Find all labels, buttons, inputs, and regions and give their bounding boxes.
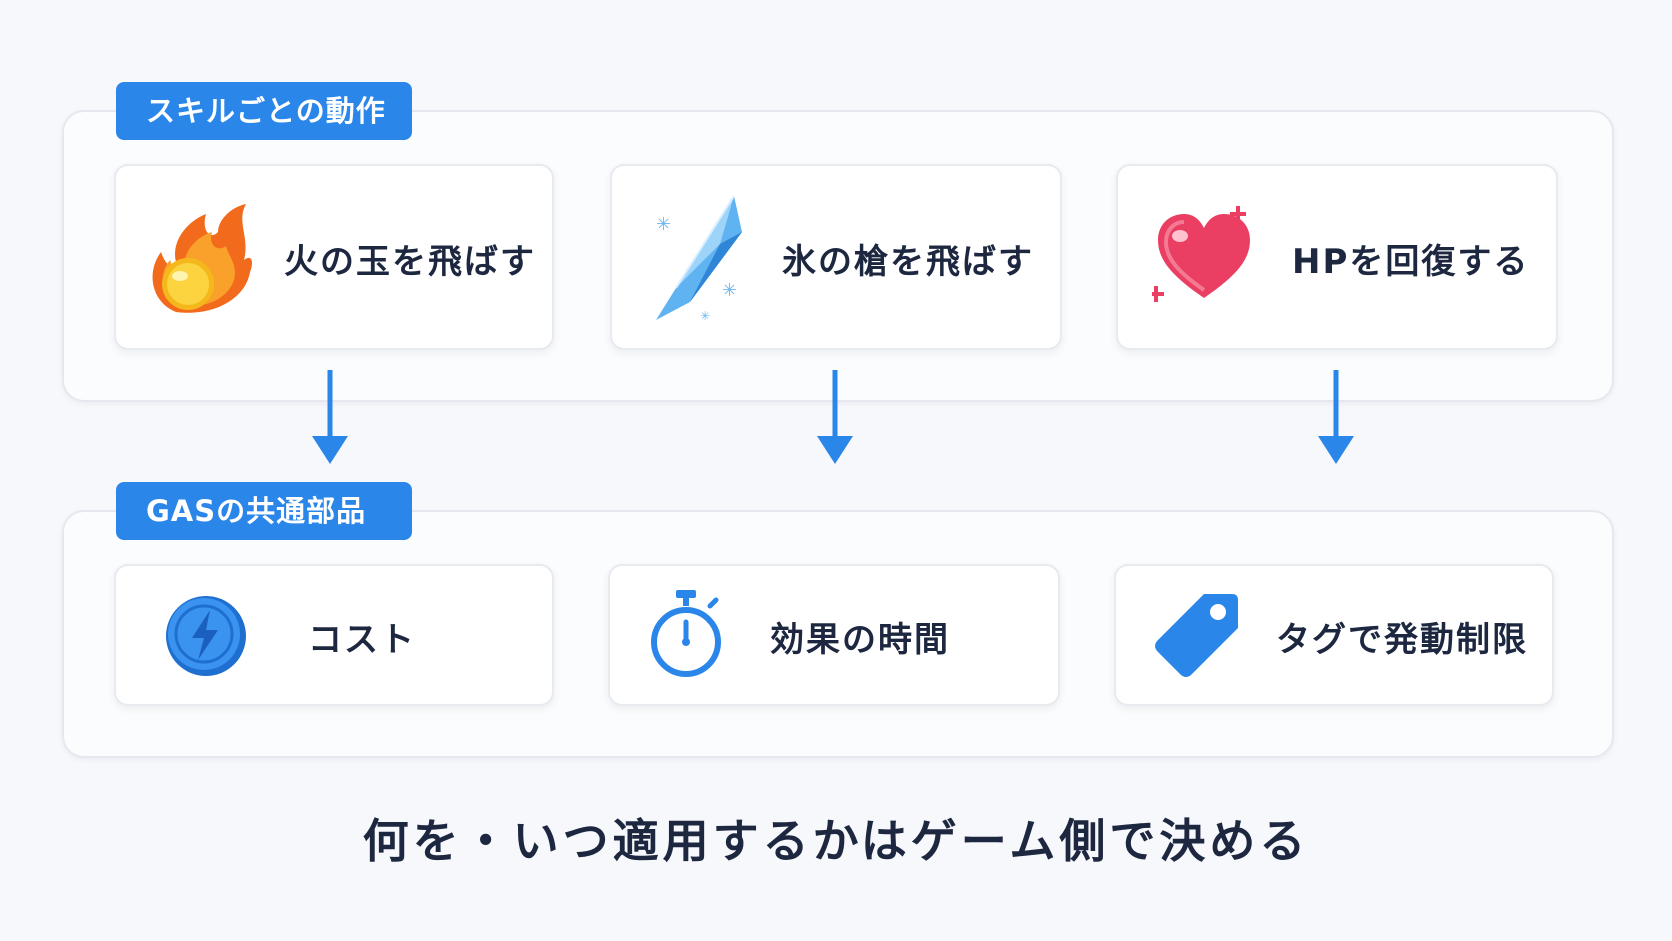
arrow-down-icon bbox=[312, 370, 348, 464]
gas-card-cost-text: コスト bbox=[308, 620, 416, 660]
gas-card-duration-text: 効果の時間 bbox=[770, 620, 950, 660]
fireball-icon bbox=[146, 192, 256, 326]
svg-text:✳: ✳ bbox=[700, 309, 710, 323]
svg-text:✳: ✳ bbox=[722, 280, 737, 301]
skill-card-ice-spear-text: 氷の槍を飛ばす bbox=[782, 242, 1034, 282]
skill-card-heal-text: HPを回復する bbox=[1292, 242, 1530, 282]
stopwatch-icon bbox=[646, 588, 726, 684]
tag-icon bbox=[1152, 590, 1242, 684]
skill-card-fireball-text: 火の玉を飛ばす bbox=[284, 242, 536, 282]
skills-section-label: スキルごとの動作 bbox=[116, 82, 412, 140]
gas-card-tag: タグで発動制限 bbox=[1114, 564, 1554, 706]
svg-text:✳: ✳ bbox=[656, 214, 671, 235]
gas-card-duration: 効果の時間 bbox=[608, 564, 1060, 706]
arrow-down-icon bbox=[817, 370, 853, 464]
skill-card-fireball: 火の玉を飛ばす bbox=[114, 164, 554, 350]
footer-caption: 何を・いつ適用するかはゲーム側で決める bbox=[362, 814, 1310, 868]
skill-card-ice-spear: ✳ ✳ ✳ 氷の槍を飛ばす bbox=[610, 164, 1062, 350]
arrow-down-icon bbox=[1318, 370, 1354, 464]
gas-card-cost: コスト bbox=[114, 564, 554, 706]
gas-card-tag-text: タグで発動制限 bbox=[1276, 620, 1528, 660]
skill-card-heal: HPを回復する bbox=[1116, 164, 1558, 350]
heart-heal-icon bbox=[1148, 206, 1256, 310]
energy-bolt-icon bbox=[164, 594, 248, 682]
ice-spear-icon: ✳ ✳ ✳ bbox=[650, 192, 750, 328]
gas-section-label: GASの共通部品 bbox=[116, 482, 412, 540]
